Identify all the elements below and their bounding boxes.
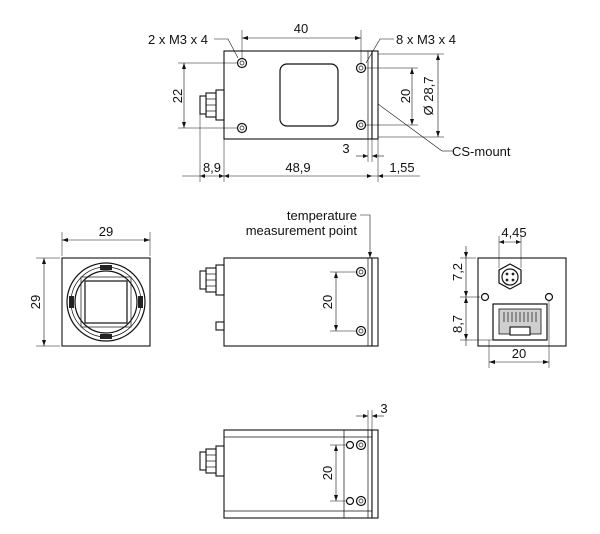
top-flange-offset-label: 3 (342, 141, 349, 156)
rear-top-offset-label: 4,45 (501, 225, 526, 240)
side-view: temperature measurement point 20 (199, 208, 379, 347)
top-width-label: 40 (294, 21, 308, 36)
rear-view-round-connector (498, 263, 522, 290)
front-view: 29 29 (28, 224, 151, 347)
side-view-flange (371, 257, 379, 347)
top-height-label: 22 (170, 89, 185, 103)
front-view-body (61, 257, 151, 347)
front-view-mount-tabs (69, 265, 143, 339)
bottom-left-label: 8,9 (203, 160, 221, 175)
temperature-label-line1: temperature (287, 208, 357, 223)
front-view-lens-mount (66, 262, 146, 342)
top-bolt-spacing-label: 20 (398, 89, 413, 103)
top-view: 40 2 x M3 x 4 8 x M3 x 4 22 20 Ø 28,7 (148, 21, 511, 182)
rear-view: 4,45 7,2 8,7 20 (450, 225, 567, 368)
top-view-sensor-window (279, 63, 339, 127)
rear-left-upper-label: 7,2 (450, 263, 465, 281)
top-diameter-label: Ø 28,7 (421, 76, 436, 115)
rear-left-lower-label: 8,7 (450, 315, 465, 333)
bottom-view: 3 20 (199, 401, 388, 519)
front-width-label: 29 (99, 224, 113, 239)
bottom-view-flange (371, 429, 379, 519)
rear-view-ethernet-port (492, 303, 548, 341)
top-right-thread-label: 8 x M3 x 4 (396, 32, 456, 47)
temperature-label-line2: measurement point (246, 223, 358, 238)
bottom-bolt-spacing-label: 20 (320, 466, 335, 480)
bottom-center-label: 48,9 (285, 160, 310, 175)
side-view-screw-holes (355, 266, 367, 337)
front-view-sensor (84, 280, 128, 324)
top-left-thread-label: 2 x M3 x 4 (148, 32, 208, 47)
top-view-body (223, 50, 373, 140)
front-height-label: 29 (28, 295, 43, 309)
bottom-view-screw-holes (345, 439, 367, 507)
bottom-view-connector (199, 445, 225, 477)
cs-mount-label: CS-mount (452, 144, 511, 159)
top-view-connector (199, 89, 225, 121)
side-view-body (223, 257, 373, 347)
side-view-connector (199, 264, 225, 331)
bottom-view-offset-label: 3 (380, 401, 387, 416)
top-view-flange (371, 50, 379, 140)
top-view-screw-holes (236, 57, 367, 134)
bottom-right-label: 1,55 (389, 160, 414, 175)
rear-width-label: 20 (512, 346, 526, 361)
side-bolt-spacing-label: 20 (320, 295, 335, 309)
